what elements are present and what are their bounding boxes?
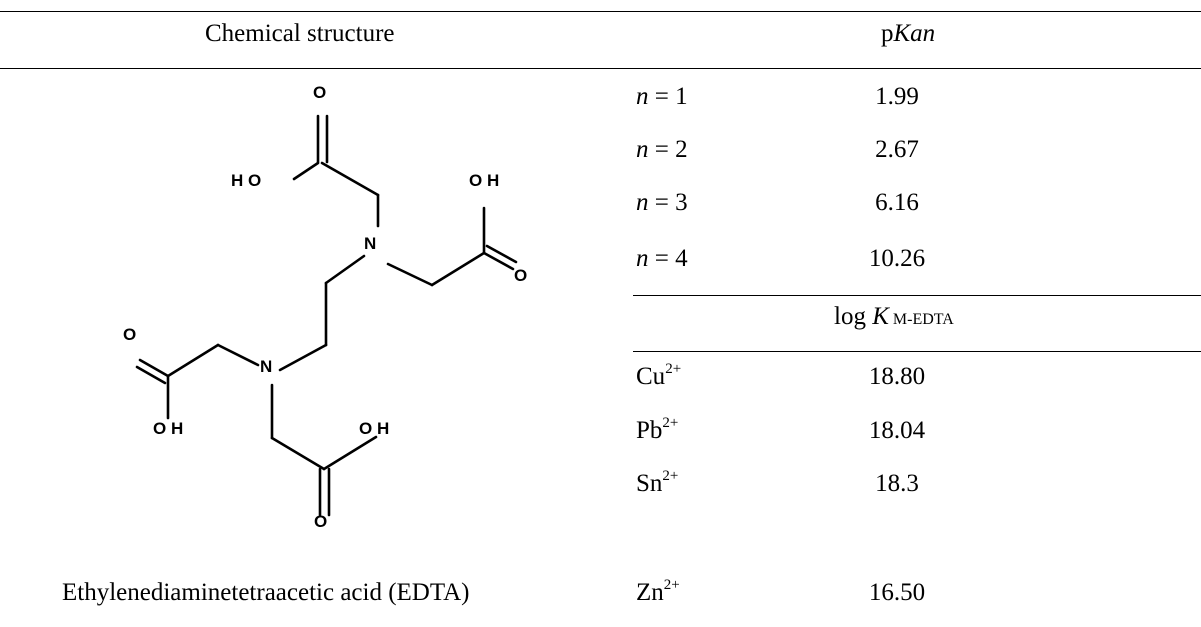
atom-oh-lower-left: O H (153, 419, 183, 438)
edta-structure-diagram: O H O O H N O O N O H O H O (123, 83, 527, 531)
pka-row-value: 6.16 (875, 189, 919, 216)
pka-section-bottom-rule (633, 295, 1201, 296)
compound-name: Ethylenediaminetetraacetic acid (EDTA) (62, 579, 470, 606)
logk-row-value: 18.04 (868, 417, 926, 444)
logk-row-metal: Sn2+ (636, 468, 679, 497)
header-log-k: log K M-EDTA (834, 303, 954, 330)
atom-n-lower: N (260, 357, 272, 376)
header-pka-prefix: p (881, 20, 894, 47)
atom-oh-right: O H (469, 171, 499, 190)
header-pka-italic: Kan (893, 20, 936, 47)
logk-row-value: 18.3 (875, 470, 919, 497)
logk-row-metal: Zn2+ (636, 577, 680, 606)
header-chemical-structure: Chemical structure (205, 20, 395, 47)
pka-row-label: n = 4 (636, 245, 688, 272)
top-rule (0, 11, 1201, 12)
atom-o-top: O (313, 83, 326, 102)
logk-row-value: 18.80 (868, 363, 926, 390)
header-bottom-rule (0, 68, 1201, 69)
logk-row-metal: Cu2+ (636, 361, 682, 390)
logk-row-value: 16.50 (868, 579, 926, 606)
pka-row-value: 10.26 (868, 245, 926, 272)
pka-row-value: 1.99 (875, 83, 919, 110)
atom-oh-lower-right: O H (359, 419, 389, 438)
atom-n-upper: N (364, 234, 376, 253)
logk-row-metal: Pb2+ (636, 415, 679, 444)
atom-ho-left: H O (231, 171, 261, 190)
atom-o-left: O (123, 325, 136, 344)
pka-row-value: 2.67 (875, 136, 919, 163)
header-pka: pKan (881, 20, 935, 48)
logk-header-bottom-rule (633, 351, 1201, 352)
atom-o-bottom: O (314, 512, 327, 531)
pka-row-label: n = 1 (636, 83, 688, 110)
atom-o-right: O (514, 266, 527, 285)
pka-row-label: n = 3 (636, 189, 688, 216)
pka-row-label: n = 2 (636, 136, 688, 163)
